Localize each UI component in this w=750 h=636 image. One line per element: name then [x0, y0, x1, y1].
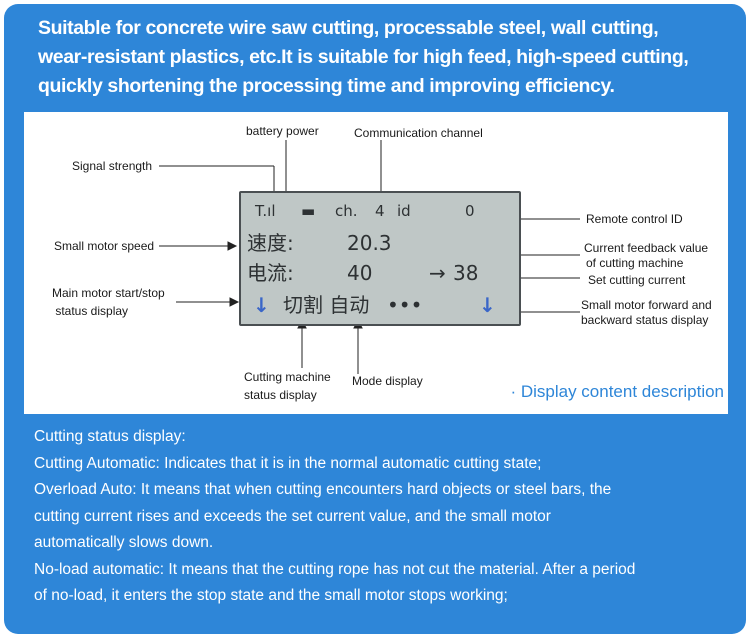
lcd-row-current: 电流: 40 → 38	[247, 257, 513, 289]
label-small-motor-speed: Small motor speed	[54, 239, 155, 253]
label-battery-power: battery power	[246, 124, 319, 138]
set-current-value: 38	[453, 261, 479, 285]
label-mode-display: Mode display	[352, 374, 423, 388]
id-value: 0	[465, 202, 475, 220]
label-current-feedback-1: Current feedback value	[584, 241, 709, 255]
description-line: Cutting Automatic: Indicates that it is …	[34, 454, 542, 472]
headline-line: wear-resistant plastics, etc.It is suita…	[38, 46, 689, 68]
headline: Suitable for concrete wire saw cutting, …	[38, 14, 738, 101]
description-line: cutting current rises and exceeds the se…	[34, 507, 551, 525]
label-set-cutting-current: Set cutting current	[588, 273, 686, 287]
id-label: id	[397, 202, 411, 220]
headline-line: quickly shortening the processing time a…	[38, 75, 615, 97]
mode-dots: •••	[387, 293, 423, 317]
main-motor-arrow-icon: ↓	[253, 293, 270, 317]
channel-label: ch.	[335, 202, 358, 220]
description: Cutting status display: Cutting Automati…	[34, 424, 746, 610]
description-line: of no-load, it enters the stop state and…	[34, 587, 508, 604]
description-line: automatically slows down.	[34, 534, 214, 551]
description-line: Cutting status display:	[34, 428, 186, 445]
lcd-row-mode: ↓ 切割 自动 ••• ↓	[247, 289, 513, 321]
set-arrow-icon: →	[429, 261, 446, 285]
lcd-screen: T.ıl ▬ ch. 4 id 0 速度: 20.3 电流: 40 → 38 ↓…	[239, 191, 521, 326]
description-line: No-load automatic: It means that the cut…	[34, 560, 636, 578]
speed-label: 速度:	[247, 231, 294, 255]
signal-icon: T.ıl	[255, 202, 276, 220]
display-diagram: T.ıl ▬ ch. 4 id 0 速度: 20.3 电流: 40 → 38 ↓…	[24, 112, 728, 414]
lcd-row-status: T.ıl ▬ ch. 4 id 0	[247, 195, 513, 227]
label-small-motor-dir-1: Small motor forward and	[581, 298, 712, 312]
label-current-feedback-2: of cutting machine	[586, 256, 684, 270]
label-main-motor-2: status display	[52, 304, 129, 318]
label-cutting-status-1: Cutting machine	[244, 370, 331, 384]
label-small-motor-dir-2: backward status display	[581, 313, 709, 327]
channel-value: 4	[375, 202, 385, 220]
battery-icon: ▬	[301, 202, 316, 220]
diagram-caption: · Display content description	[510, 382, 724, 401]
description-line: Overload Auto: It means that when cuttin…	[34, 481, 612, 498]
headline-line: Suitable for concrete wire saw cutting, …	[38, 17, 659, 39]
arrowhead-speed	[227, 241, 238, 251]
speed-value: 20.3	[347, 231, 392, 255]
lcd-row-speed: 速度: 20.3	[247, 227, 513, 259]
current-value: 40	[347, 261, 373, 285]
label-main-motor-1: Main motor start/stop	[52, 286, 165, 300]
product-card: Suitable for concrete wire saw cutting, …	[4, 4, 746, 634]
label-cutting-status-2: status display	[244, 388, 317, 402]
mode-text: 切割 自动	[283, 293, 370, 317]
label-remote-control-id: Remote control ID	[586, 212, 683, 226]
small-motor-arrow-icon: ↓	[479, 293, 496, 317]
label-signal-strength: Signal strength	[72, 159, 153, 173]
label-communication-channel: Communication channel	[354, 126, 483, 140]
current-label: 电流:	[247, 261, 294, 285]
arrowhead-main-motor	[229, 297, 240, 307]
